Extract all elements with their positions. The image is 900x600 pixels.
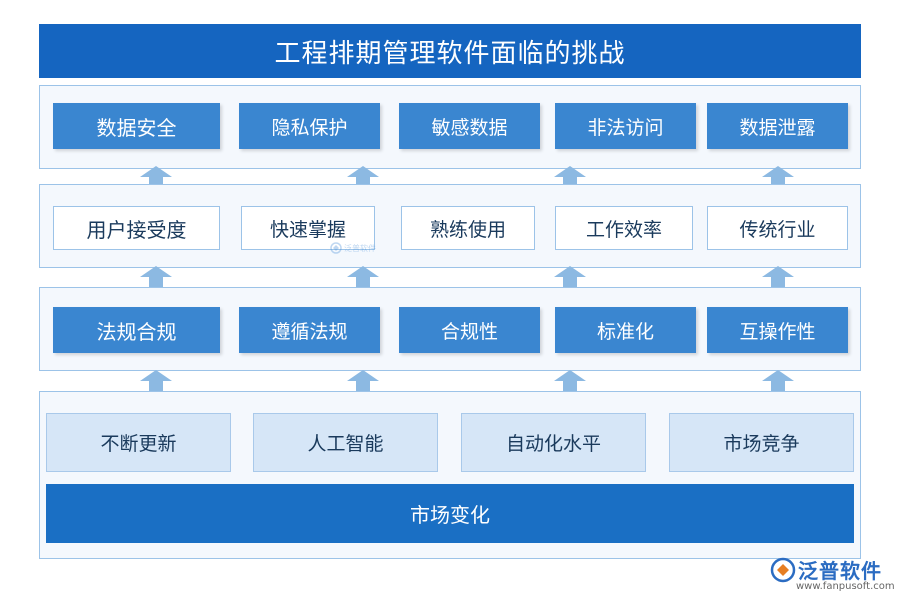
box-bottom-4: 市场竞争 bbox=[669, 413, 854, 472]
page-title: 工程排期管理软件面临的挑战 bbox=[39, 24, 861, 78]
box-second-1: 用户接受度 bbox=[53, 206, 220, 250]
logo-url: www.fanpusoft.com bbox=[796, 581, 895, 592]
box-bottom-1: 不断更新 bbox=[46, 413, 231, 472]
arrow-up-icon bbox=[762, 370, 794, 392]
logo-name: 泛普软件 bbox=[798, 559, 882, 583]
box-top-1: 数据安全 bbox=[53, 103, 220, 149]
box-third-4: 标准化 bbox=[555, 307, 696, 353]
fanpu-logo-icon bbox=[770, 557, 796, 583]
watermark: 泛普软件 bbox=[330, 238, 390, 258]
fanpu-logo-icon bbox=[330, 242, 342, 254]
box-third-2: 遵循法规 bbox=[239, 307, 380, 353]
box-second-3: 熟练使用 bbox=[401, 206, 535, 250]
box-third-3: 合规性 bbox=[399, 307, 540, 353]
box-bottom-3: 自动化水平 bbox=[461, 413, 646, 472]
box-top-3: 敏感数据 bbox=[399, 103, 540, 149]
watermark-text: 泛普软件 bbox=[344, 243, 376, 253]
box-top-2: 隐私保护 bbox=[239, 103, 380, 149]
arrow-up-icon bbox=[347, 266, 379, 288]
box-third-5: 互操作性 bbox=[707, 307, 848, 353]
box-top-4: 非法访问 bbox=[555, 103, 696, 149]
brand-logo: 泛普软件 www.fanpusoft.com bbox=[770, 555, 895, 597]
box-second-5: 传统行业 bbox=[707, 206, 848, 250]
box-bottom-2: 人工智能 bbox=[253, 413, 438, 472]
arrow-up-icon bbox=[762, 166, 794, 188]
box-third-1: 法规合规 bbox=[53, 307, 220, 353]
box-top-5: 数据泄露 bbox=[707, 103, 848, 149]
arrow-up-icon bbox=[554, 370, 586, 392]
arrow-up-icon bbox=[762, 266, 794, 288]
arrow-up-icon bbox=[554, 166, 586, 188]
box-base: 市场变化 bbox=[46, 484, 854, 543]
box-second-4: 工作效率 bbox=[555, 206, 693, 250]
arrow-up-icon bbox=[140, 266, 172, 288]
arrow-up-icon bbox=[347, 370, 379, 392]
arrow-up-icon bbox=[347, 166, 379, 188]
arrow-up-icon bbox=[140, 166, 172, 188]
arrow-up-icon bbox=[554, 266, 586, 288]
box-second-2: 快速掌握 bbox=[241, 206, 375, 250]
arrow-up-icon bbox=[140, 370, 172, 392]
